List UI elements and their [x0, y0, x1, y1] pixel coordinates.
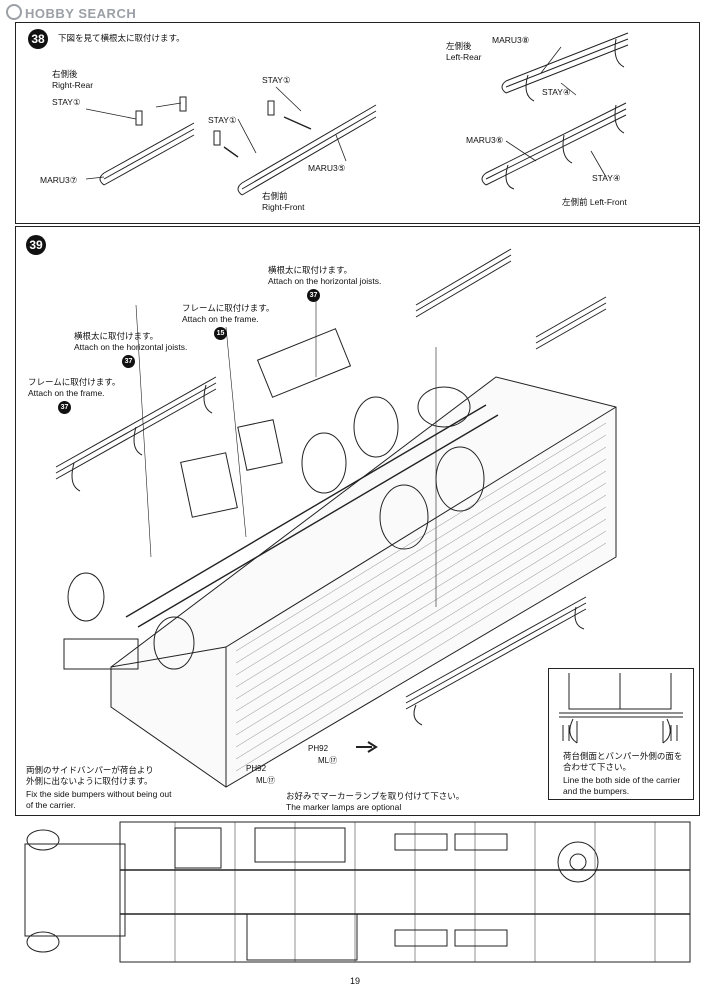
- stay4-label-a: STAY④: [542, 87, 571, 97]
- step-38-panel: 38 下図を見て横根太に取付けます。 右側後 Right-Rear STAY① …: [15, 22, 700, 224]
- stay1-label-b: STAY①: [262, 75, 291, 85]
- ml17-label-a: ML⑰: [318, 756, 338, 765]
- page-number: 19: [350, 976, 361, 986]
- hobbysearch-logo-icon: [6, 4, 22, 20]
- note-frame-mid-jp: フレームに取付けます。: [182, 303, 275, 313]
- maru3-5-label: MARU3⑤: [308, 163, 346, 173]
- battery-box: [256, 328, 352, 398]
- maru3-8-label: MARU3⑧: [492, 35, 530, 45]
- inset-note-jp-2: 合わせて下さい。: [563, 762, 632, 772]
- rear-wheels: [301, 386, 485, 550]
- left-rear-label-jp: 左側後: [446, 41, 472, 51]
- watermark-text: HOBBY SEARCH: [25, 6, 137, 21]
- inset-drawing: [559, 673, 683, 744]
- chassis-frame: [125, 404, 499, 628]
- left-front-bumper: [481, 102, 627, 190]
- note-joists-top-jp: 横根太に取付けます。: [268, 265, 353, 275]
- right-rear-label-en: Right-Rear: [52, 80, 94, 90]
- underside-drawing: [24, 821, 691, 963]
- part-badge-15: 15: [214, 327, 227, 340]
- inset-note-jp-1: 荷台側面とバンパー外側の面を: [563, 751, 683, 761]
- rear-side-bumpers: [405, 248, 607, 726]
- bumper-alignment-inset: 荷台側面とバンパー外側の面を 合わせて下さい。 Line the both si…: [548, 668, 694, 800]
- left-rear-label-en: Left-Rear: [446, 52, 482, 62]
- stay1-label-a: STAY①: [52, 97, 81, 107]
- step-38-instruction: 下図を見て横根太に取付けます。: [58, 33, 185, 43]
- left-rear-bumper: [501, 32, 629, 102]
- right-front-label-jp: 右側前: [262, 191, 288, 201]
- side-bumper-note-jp-1: 両側のサイドバンパーが荷台より: [26, 765, 154, 775]
- right-rear-bumper: [85, 96, 195, 186]
- ph92-label-a: PH92: [308, 744, 329, 753]
- note-frame-left-jp: フレームに取付けます。: [28, 377, 121, 387]
- side-bumper-note-en-1: Fix the side bumpers without being out: [26, 789, 172, 799]
- note-frame-left-en: Attach on the frame.: [28, 388, 105, 398]
- carrier-box: [110, 376, 617, 788]
- marker-lamp-note-jp: お好みでマーカーランプを取り付けて下さい。: [286, 791, 465, 801]
- right-front-label-en: Right-Front: [262, 202, 305, 212]
- part-badge-37-frame: 37: [58, 401, 71, 414]
- note-joists-left-jp: 横根太に取付けます。: [74, 331, 159, 341]
- marker-lamp-note-en: The marker lamps are optional: [286, 802, 402, 812]
- left-side-bumper: [55, 376, 217, 492]
- step-39-number: 39: [26, 235, 46, 255]
- fuel-tank: [180, 452, 238, 518]
- cab-front: [63, 638, 139, 670]
- side-bumper-note-en-2: of the carrier.: [26, 800, 76, 810]
- front-wheels: [67, 572, 195, 670]
- underside-view: [15, 814, 698, 970]
- right-rear-label-jp: 右側後: [52, 69, 78, 79]
- right-front-bumper: [213, 86, 377, 196]
- side-bumper-note-jp-2: 外側に出ないように取付けます。: [26, 776, 153, 786]
- ml17-label-b: ML⑰: [256, 776, 276, 785]
- inset-note-en-2: and the bumpers.: [563, 786, 630, 796]
- part-badge-37-left: 37: [122, 355, 135, 368]
- note-joists-left-en: Attach on the horizontal joists.: [74, 342, 188, 352]
- tank-bracket: [237, 419, 283, 471]
- watermark: HOBBY SEARCH: [6, 4, 136, 21]
- stay1-label-c: STAY①: [208, 115, 237, 125]
- maru3-7-label: MARU3⑦: [40, 175, 78, 185]
- maru3-6-label: MARU3⑥: [466, 135, 504, 145]
- step-39-exploded-view: [55, 248, 617, 788]
- step-38-bumper-drawings: [85, 32, 629, 196]
- ph92-label-b: PH92: [246, 764, 267, 773]
- part-badge-37-top: 37: [307, 289, 320, 302]
- stay4-label-b: STAY④: [592, 173, 621, 183]
- left-front-label: 左側前 Left-Front: [562, 197, 627, 207]
- note-frame-mid-en: Attach on the frame.: [182, 314, 259, 324]
- note-joists-top-en: Attach on the horizontal joists.: [268, 276, 382, 286]
- step-38-number: 38: [28, 29, 48, 49]
- inset-note-en-1: Line the both side of the carrier: [563, 775, 681, 785]
